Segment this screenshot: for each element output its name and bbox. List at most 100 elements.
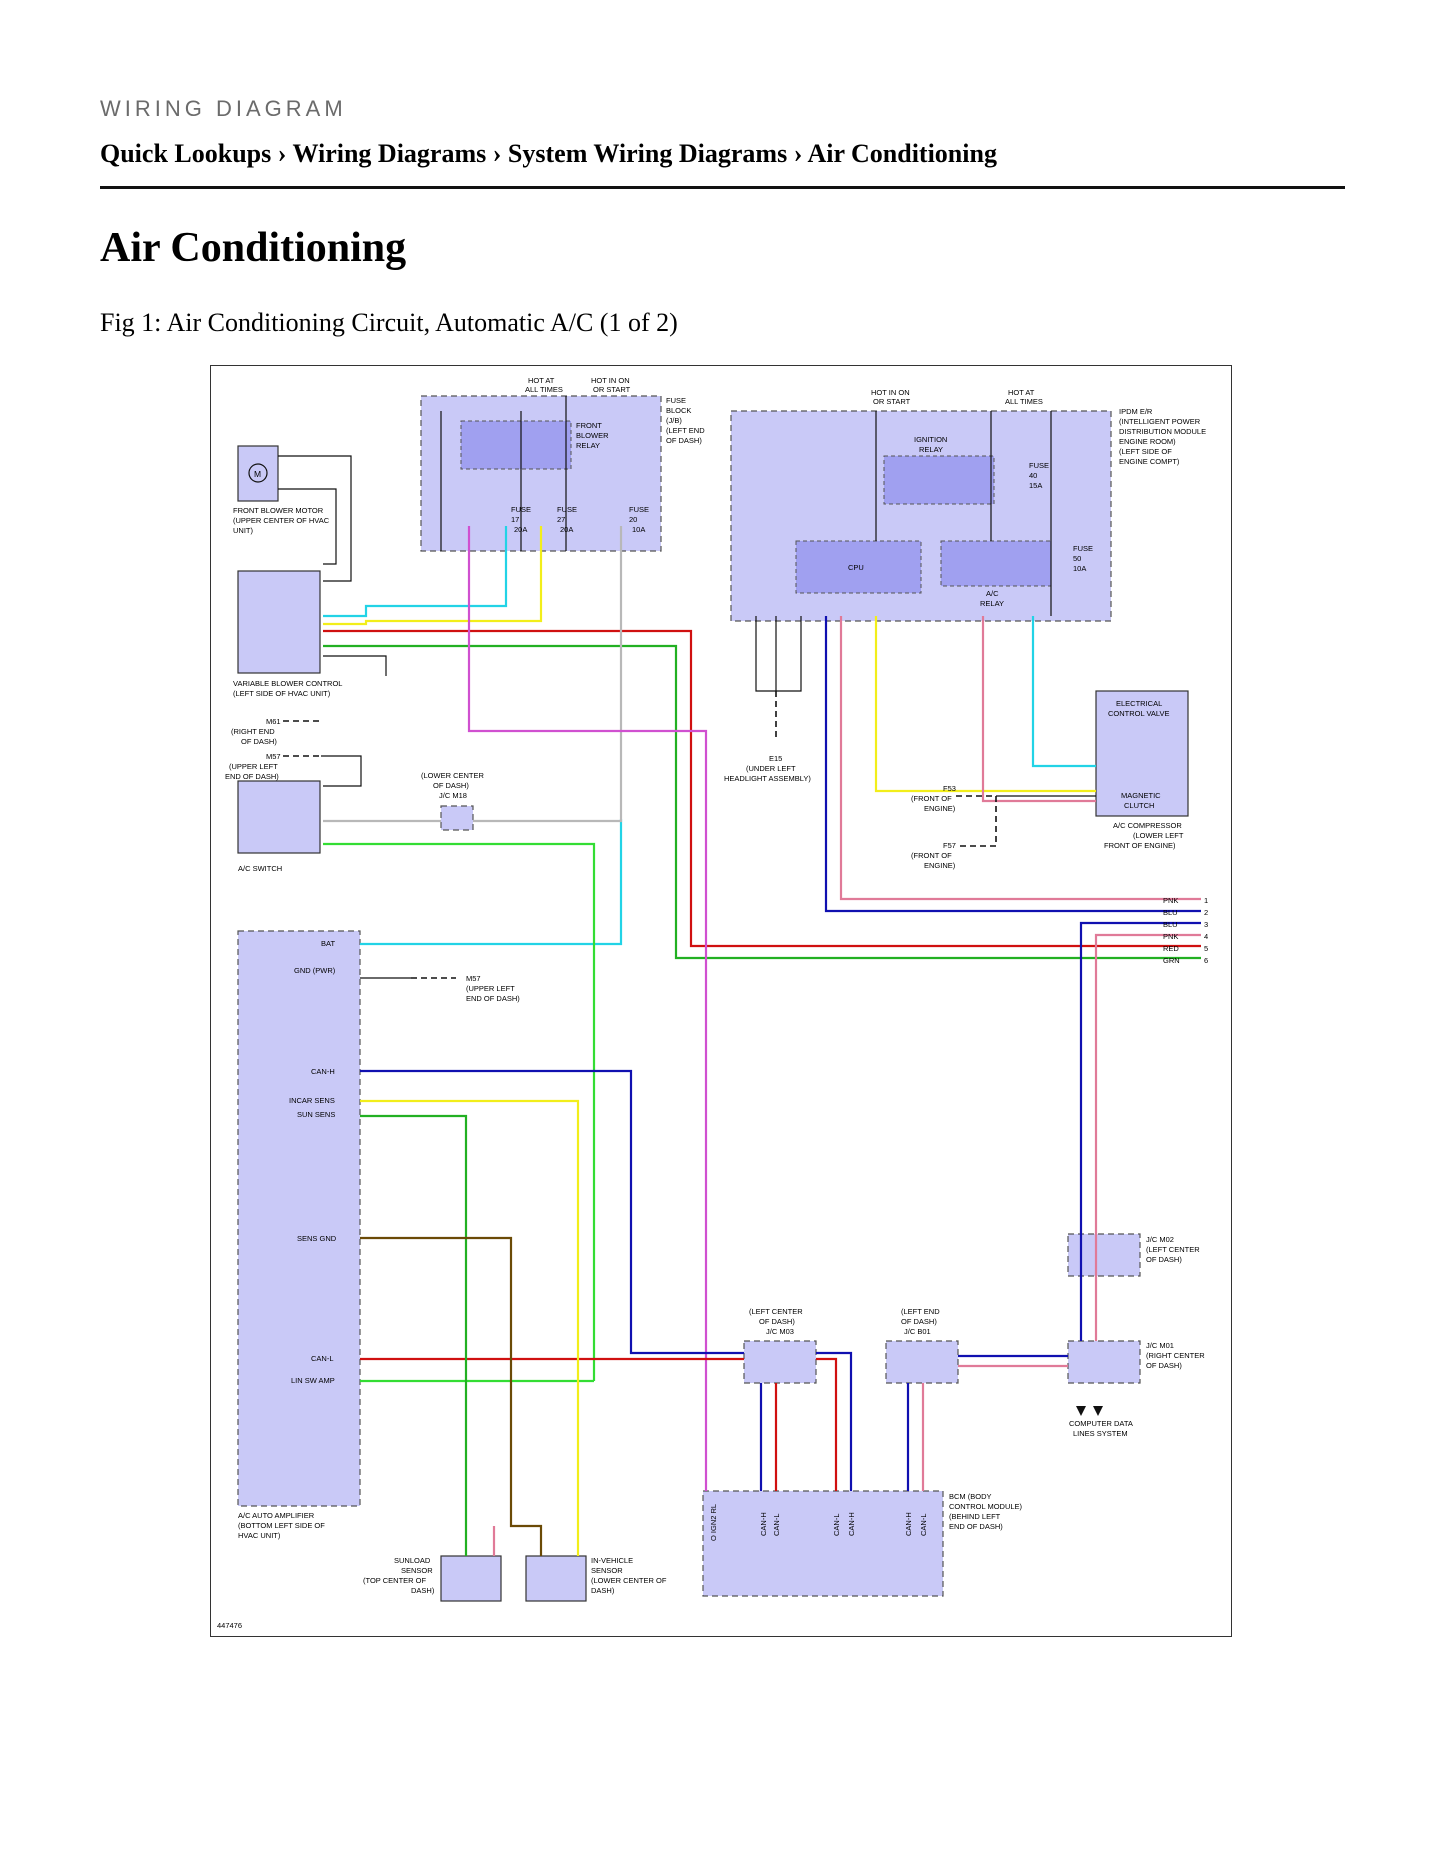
jc-b01-box (885, 1340, 959, 1384)
ac-auto-amplifier-box (237, 930, 361, 1507)
svg-text:2: 2 (1204, 908, 1208, 917)
wire-ltblu-ecv (1031, 616, 1096, 768)
fuse20-label: FUSE 20 10A (629, 505, 649, 534)
svg-text:27: 27 (557, 515, 565, 524)
svg-text:RELAY: RELAY (919, 445, 943, 454)
svg-text:SENSOR: SENSOR (591, 1566, 623, 1575)
svg-text:(LOWER CENTER: (LOWER CENTER (421, 771, 485, 780)
svg-text:A/C: A/C (986, 589, 999, 598)
svg-text:J/C M02: J/C M02 (1146, 1235, 1174, 1244)
ecv-label: ELECTRICAL CONTROL VALVE (1108, 699, 1170, 718)
svg-text:FUSE: FUSE (557, 505, 577, 514)
jc-m01-label: J/C M01 (RIGHT CENTER OF DASH) (1146, 1341, 1205, 1370)
svg-text:LIN SW AMP: LIN SW AMP (291, 1376, 335, 1385)
svg-text:FUSE: FUSE (666, 396, 686, 405)
jc-m18-box (440, 805, 474, 831)
fuse40-label: FUSE 40 15A (1029, 461, 1049, 490)
cpu-box (795, 540, 922, 594)
svg-text:10A: 10A (632, 525, 645, 534)
svg-text:5: 5 (1204, 944, 1208, 953)
svg-text:HOT IN ON: HOT IN ON (591, 376, 630, 385)
svg-text:BLOWER: BLOWER (576, 431, 609, 440)
hot-in-on-label-1: HOT IN ON OR START (591, 376, 631, 394)
svg-text:1: 1 (1204, 896, 1208, 905)
svg-text:FUSE: FUSE (629, 505, 649, 514)
svg-text:(BEHIND LEFT: (BEHIND LEFT (949, 1512, 1001, 1521)
svg-text:FRONT OF ENGINE): FRONT OF ENGINE) (1104, 841, 1176, 850)
wire-ltblu-bat (360, 819, 623, 946)
section-eyebrow: WIRING DIAGRAM (100, 96, 347, 121)
svg-text:(FRONT OF: (FRONT OF (911, 851, 952, 860)
svg-text:6: 6 (1204, 956, 1208, 965)
wire-grn-sun (360, 1114, 468, 1556)
svg-text:CONTROL MODULE): CONTROL MODULE) (949, 1502, 1023, 1511)
wiring-diagram-figure: M (210, 365, 1232, 1637)
svg-text:GRN: GRN (1163, 956, 1180, 965)
bcm-box (702, 1490, 944, 1597)
svg-text:ALL TIMES: ALL TIMES (525, 385, 563, 394)
svg-text:CAN-H: CAN-H (847, 1512, 856, 1536)
svg-text:HOT AT: HOT AT (528, 376, 555, 385)
svg-text:J/C M03: J/C M03 (766, 1327, 794, 1336)
figure-caption: Fig 1: Air Conditioning Circuit, Automat… (100, 308, 678, 337)
svg-text:M61: M61 (266, 717, 281, 726)
invehicle-sensor-box (525, 1555, 587, 1602)
wire-gry-b (473, 526, 623, 823)
breadcrumb-item-wiring-diagrams[interactable]: Wiring Diagrams (292, 139, 487, 168)
svg-text:HEADLIGHT ASSEMBLY): HEADLIGHT ASSEMBLY) (724, 774, 811, 783)
svg-text:FUSE: FUSE (1073, 544, 1093, 553)
svg-text:F57: F57 (943, 841, 956, 850)
svg-text:ELECTRICAL: ELECTRICAL (1116, 699, 1162, 708)
wire-brn-gnd (360, 1236, 543, 1556)
svg-text:CAN-H: CAN-H (904, 1512, 913, 1536)
svg-text:OF DASH): OF DASH) (901, 1317, 937, 1326)
svg-text:END OF DASH): END OF DASH) (466, 994, 520, 1003)
svg-text:OF DASH): OF DASH) (1146, 1361, 1182, 1370)
m57b-label: M57 (UPPER LEFT END OF DASH) (466, 974, 520, 1003)
svg-text:SENSOR: SENSOR (401, 1566, 433, 1575)
svg-text:17: 17 (511, 515, 519, 524)
motor-icon-m: M (254, 469, 261, 479)
wire-blk-blower (323, 655, 387, 676)
fuse-block-label: FUSE BLOCK (J/B) (LEFT END OF DASH) (666, 396, 705, 445)
breadcrumb-item-air-conditioning[interactable]: Air Conditioning (807, 139, 997, 168)
ignition-relay-label: IGNITION RELAY (914, 435, 947, 454)
svg-text:SENS GND: SENS GND (297, 1234, 337, 1243)
svg-text:SUNLOAD: SUNLOAD (394, 1556, 431, 1565)
svg-text:J/C M18: J/C M18 (439, 791, 467, 800)
breadcrumb-separator: › (277, 139, 287, 168)
svg-text:(UPPER CENTER OF HVAC: (UPPER CENTER OF HVAC (233, 516, 330, 525)
invehicle-sensor-label: IN-VEHICLE SENSOR (LOWER CENTER OF DASH) (591, 1556, 667, 1595)
svg-text:(J/B): (J/B) (666, 416, 682, 425)
breadcrumb: Quick Lookups › Wiring Diagrams › System… (100, 139, 997, 169)
breadcrumb-item-system-wiring[interactable]: System Wiring Diagrams (507, 139, 788, 168)
svg-text:FUSE: FUSE (511, 505, 531, 514)
svg-text:15A: 15A (1029, 481, 1042, 490)
jc-b01-label: (LEFT END OF DASH) J/C B01 (901, 1307, 940, 1336)
motor-icon (248, 463, 268, 483)
svg-text:RELAY: RELAY (576, 441, 600, 450)
svg-text:OF DASH): OF DASH) (1146, 1255, 1182, 1264)
svg-text:(UPPER LEFT: (UPPER LEFT (229, 762, 278, 771)
svg-text:COMPUTER DATA: COMPUTER DATA (1069, 1419, 1133, 1428)
svg-text:ALL TIMES: ALL TIMES (1005, 397, 1043, 406)
svg-text:(RIGHT END: (RIGHT END (231, 727, 275, 736)
svg-text:CLUTCH: CLUTCH (1124, 801, 1154, 810)
svg-text:IGNITION: IGNITION (914, 435, 947, 444)
svg-text:10A: 10A (1073, 564, 1086, 573)
svg-text:CAN-L: CAN-L (772, 1513, 781, 1536)
breadcrumb-item-quick-lookups[interactable]: Quick Lookups (100, 139, 272, 168)
m61-label: M61 (RIGHT END OF DASH) (231, 717, 281, 746)
ac-compressor-box (1095, 690, 1189, 817)
fuse27-label: FUSE 27 20A (557, 505, 577, 534)
front-blower-motor-box (237, 445, 279, 502)
svg-text:VARIABLE BLOWER CONTROL: VARIABLE BLOWER CONTROL (233, 679, 342, 688)
wire-blk-e15-c (771, 616, 802, 692)
svg-text:(INTELLIGENT POWER: (INTELLIGENT POWER (1119, 417, 1201, 426)
svg-text:HOT AT: HOT AT (1008, 388, 1035, 397)
hot-at-all-times-label-2: HOT AT ALL TIMES (1005, 388, 1043, 406)
svg-text:GND (PWR): GND (PWR) (294, 966, 336, 975)
ipdm-label: IPDM E/R (INTELLIGENT POWER DISTRIBUTION… (1119, 407, 1206, 466)
wire-yel-incar (360, 1099, 580, 1556)
svg-text:FUSE: FUSE (1029, 461, 1049, 470)
